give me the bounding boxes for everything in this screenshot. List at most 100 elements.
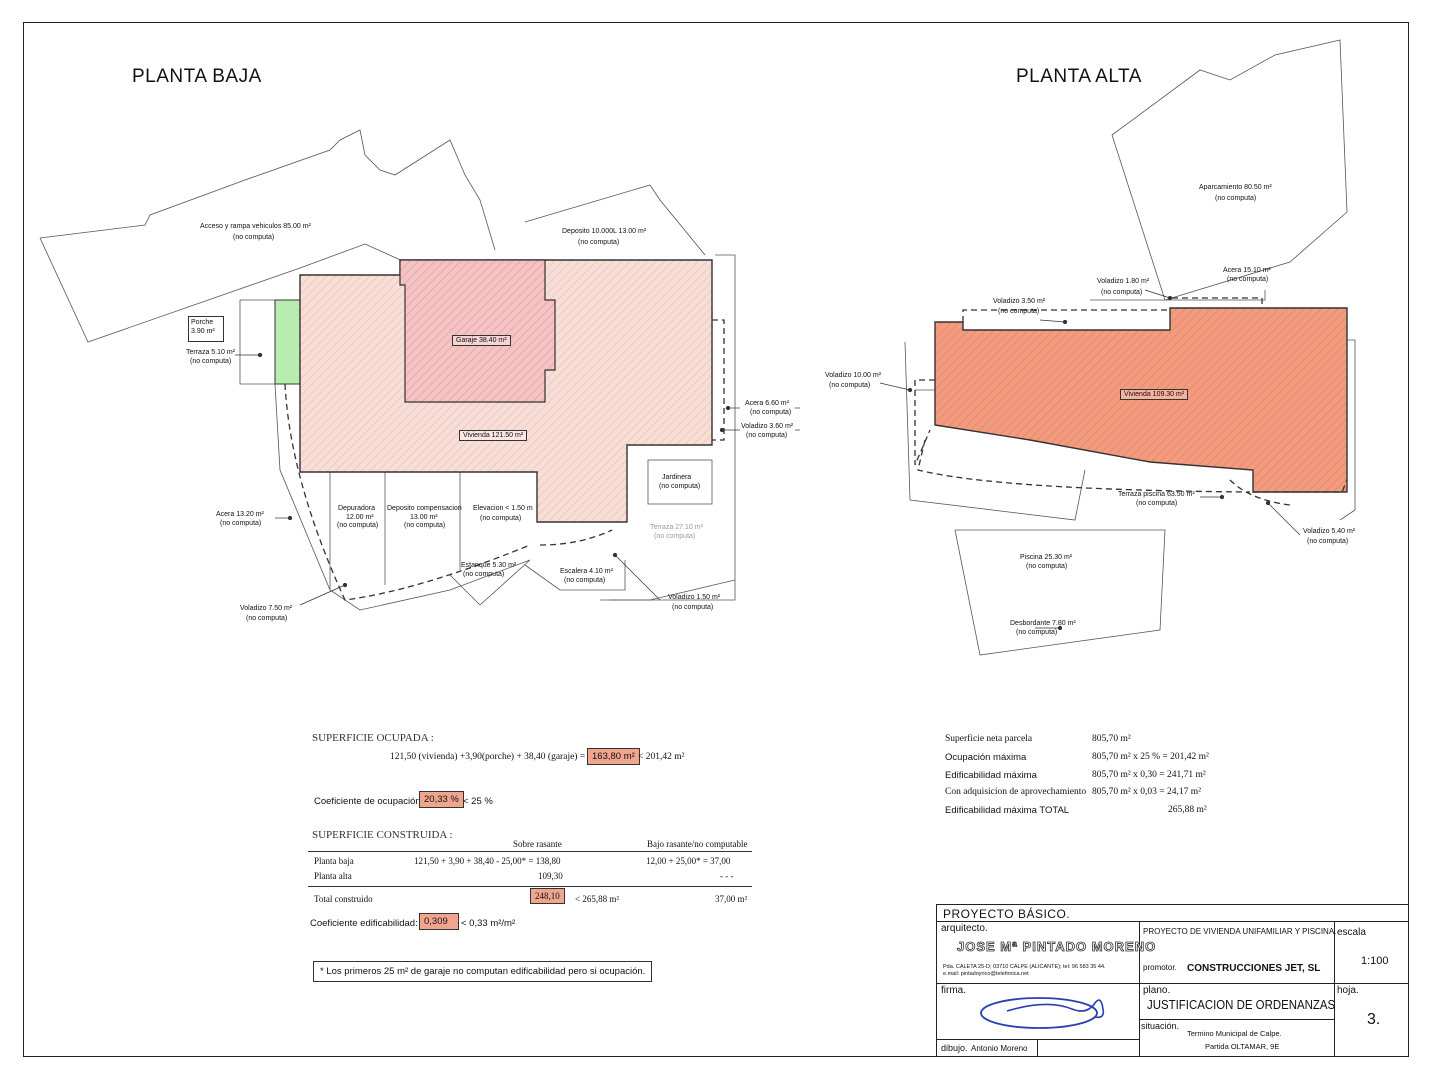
situacion-line1: Termino Municipal de Calpe. bbox=[1187, 1029, 1282, 1038]
label-voladizo-3-nc: (no computa) bbox=[829, 382, 871, 389]
label-porche: Porche bbox=[191, 319, 214, 326]
label-deposito-nc: (no computa) bbox=[578, 239, 620, 246]
label-escalera-nc: (no computa) bbox=[564, 577, 606, 584]
promotor-label: promotor. bbox=[1143, 963, 1177, 972]
label-terraza: Terraza 5.10 m² bbox=[186, 349, 236, 356]
label-desbordante-nc: (no computa) bbox=[1016, 629, 1058, 636]
hoja-value: 3. bbox=[1367, 1011, 1381, 1028]
label-jardinera: Jardinera bbox=[662, 474, 692, 481]
row-planta-alta-sobre: 109,30 bbox=[538, 871, 563, 881]
total-limit: < 265,88 m² bbox=[575, 894, 620, 904]
label-porche-area: 3.90 m² bbox=[191, 328, 215, 335]
label-acera-l: Acera 13.20 m² bbox=[216, 511, 264, 518]
label-vivienda-baja: Vivienda 121.50 m² bbox=[459, 430, 528, 441]
escala-value: 1:100 bbox=[1361, 955, 1389, 967]
parcela-label-3: Con adquisicion de aprovechamiento bbox=[945, 787, 1087, 797]
label-voladizo-b-nc: (no computa) bbox=[672, 604, 714, 611]
label-acera-r: Acera 6.60 m² bbox=[745, 400, 789, 407]
label-terraza-nc: (no computa) bbox=[190, 358, 232, 365]
col-bajo: Bajo rasante/no computable bbox=[647, 839, 748, 849]
label-estanque: Estanque 5.30 m² bbox=[461, 562, 517, 569]
situacion-line2: Partida OLTAMAR, 9E bbox=[1205, 1042, 1280, 1051]
ocupacion-coef-limit: < 25 % bbox=[463, 796, 493, 807]
total-bajo: 37,00 m² bbox=[715, 894, 748, 904]
hoja-label: hoja. bbox=[1337, 985, 1359, 996]
ocupacion-coef-label: Coeficiente de ocupación: bbox=[314, 796, 424, 807]
label-piscina: Piscina 25.30 m² bbox=[1020, 554, 1073, 561]
plano-label: plano. bbox=[1143, 985, 1171, 996]
vivienda-alta-area bbox=[934, 307, 1348, 493]
ocupada-limit: < 201,42 m² bbox=[638, 752, 685, 762]
dibujo-label: dibujo. bbox=[941, 1043, 968, 1053]
ocupacion-coef-value: 20,33 % bbox=[419, 791, 464, 808]
label-piscina-nc: (no computa) bbox=[1026, 563, 1068, 570]
parcela-value-2: 805,70 m² x 0,30 = 241,71 m² bbox=[1092, 770, 1206, 780]
parcela-value-3: 805,70 m² x 0,03 = 24,17 m² bbox=[1092, 787, 1201, 797]
alta-site-lines bbox=[904, 39, 1356, 656]
label-voladizo-r-nc: (no computa) bbox=[746, 432, 788, 439]
label-elevacion-nc: (no computa) bbox=[480, 515, 522, 522]
plano-name: JUSTIFICACION DE ORDENANZAS bbox=[1147, 997, 1336, 1012]
label-desbordante: Desbordante 7.80 m² bbox=[1010, 620, 1076, 627]
label-garaje: Garaje 38.40 m² bbox=[452, 335, 511, 346]
label-voladizo-1-nc: (no computa) bbox=[1101, 289, 1143, 296]
label-voladizo-2: Voladizo 3.50 m² bbox=[993, 298, 1046, 305]
parcela-label-0: Superficie neta parcela bbox=[945, 734, 1033, 744]
ocupada-result: 163,80 m² bbox=[587, 748, 640, 765]
planta-alta-title: PLANTA ALTA bbox=[1016, 66, 1142, 87]
label-voladizo-4-nc: (no computa) bbox=[1307, 538, 1349, 545]
garaje-note: * Los primeros 25 m² de garaje no comput… bbox=[313, 961, 653, 982]
arquitecto-address: Pda. CALETA 25-D; 03710 CALPE (ALICANTE)… bbox=[943, 964, 1106, 970]
label-acceso: Acceso y rampa vehiculos 85.00 m² bbox=[200, 223, 311, 230]
label-depuradora: Depuradora bbox=[338, 505, 375, 512]
garaje-area bbox=[399, 259, 556, 403]
alta-leaders bbox=[879, 289, 1301, 631]
label-voladizo-b: Voladizo 1.50 m² bbox=[668, 594, 721, 601]
edificabilidad-coef-value: 0,309 bbox=[419, 913, 459, 930]
label-acceso-nc: (no computa) bbox=[233, 234, 275, 241]
ocupada-heading: SUPERFICIE OCUPADA : bbox=[312, 732, 434, 744]
label-acera-r-nc: (no computa) bbox=[750, 409, 792, 416]
row-planta-baja-bajo: 12,00 + 25,00* = 37,00 bbox=[646, 856, 731, 866]
row-planta-alta-bajo: - - - bbox=[720, 871, 734, 881]
escala-label: escala bbox=[1337, 927, 1366, 938]
label-deposito: Deposito 10.000L 13.00 m² bbox=[562, 228, 647, 235]
label-acera-alta-nc: (no computa) bbox=[1227, 276, 1269, 283]
label-dep-comp-area: 13.00 m² bbox=[410, 514, 438, 521]
row-planta-alta: Planta alta bbox=[314, 871, 352, 881]
label-jardinera-nc: (no computa) bbox=[659, 483, 701, 490]
label-estanque-nc: (no computa) bbox=[463, 571, 505, 578]
construida-rule-bottom bbox=[308, 886, 752, 887]
row-planta-baja-sobre: 121,50 + 3,90 + 38,40 - 25,00* = 138,80 bbox=[414, 856, 561, 866]
label-terraza-b-nc: (no computa) bbox=[654, 533, 696, 540]
parcela-value-1: 805,70 m² x 25 % = 201,42 m² bbox=[1092, 752, 1209, 762]
parcela-value-0: 805,70 m² bbox=[1092, 734, 1131, 744]
label-voladizo-3: Voladizo 10.00 m² bbox=[825, 372, 882, 379]
baja-voladizos bbox=[284, 319, 725, 601]
porche-label-box: Porche 3.90 m² bbox=[188, 316, 224, 342]
label-voladizo-l-nc: (no computa) bbox=[246, 615, 288, 622]
total-label: Total construido bbox=[314, 894, 373, 904]
label-voladizo-1: Voladizo 1.80 m² bbox=[1097, 278, 1150, 285]
construida-heading: SUPERFICIE CONSTRUIDA : bbox=[312, 829, 453, 841]
label-terraza-piscina: Terraza piscina 63.50 m² bbox=[1118, 491, 1195, 498]
parcela-label-1: Ocupación máxima bbox=[945, 752, 1027, 763]
label-dep-comp: Deposito compensacion bbox=[387, 505, 462, 512]
promotor-name: CONSTRUCCIONES JET, SL bbox=[1187, 963, 1321, 974]
edificabilidad-coef-limit: < 0,33 m²/m² bbox=[461, 918, 516, 929]
situacion-label: situación. bbox=[1141, 1021, 1180, 1031]
planta-baja-title: PLANTA BAJA bbox=[132, 66, 262, 87]
label-acera-l-nc: (no computa) bbox=[220, 520, 262, 527]
label-vivienda-alta: Vivienda 109.30 m² bbox=[1120, 389, 1189, 400]
proyecto-desc: PROYECTO DE VIVIENDA UNIFAMILIAR Y PISCI… bbox=[1143, 927, 1337, 936]
baja-leaders bbox=[235, 352, 800, 606]
label-escalera: Escalera 4.10 m² bbox=[560, 568, 613, 575]
label-depuradora-nc: (no computa) bbox=[337, 522, 379, 529]
total-value: 248,10 bbox=[530, 888, 565, 904]
label-elevacion: Elevacion < 1.50 m bbox=[473, 505, 533, 512]
arquitecto-name: JOSE Mª PINTADO MORENO bbox=[957, 939, 1157, 955]
parcela-value-4: 265,88 m² bbox=[1168, 805, 1207, 815]
label-voladizo-l: Voladizo 7.50 m² bbox=[240, 605, 293, 612]
firma-label: firma. bbox=[941, 985, 966, 996]
